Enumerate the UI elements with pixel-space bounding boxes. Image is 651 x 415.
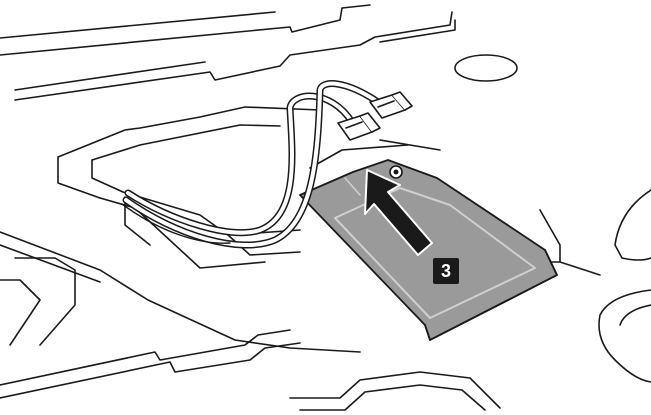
right-side-features [598, 189, 651, 383]
card-compartment [57, 106, 441, 269]
connector-2 [369, 91, 413, 119]
base-surface-lines [0, 209, 601, 353]
step-number-badge: 3 [433, 258, 459, 284]
top-panel-edges [0, 4, 456, 101]
bottom-panel-edges [0, 329, 501, 411]
oval-vent [454, 54, 518, 82]
connector-1 [337, 112, 381, 141]
wireless-card [299, 159, 558, 341]
cable-connectors [337, 91, 413, 141]
arrow-up-left-icon [364, 169, 433, 256]
antenna-cables [121, 80, 382, 249]
